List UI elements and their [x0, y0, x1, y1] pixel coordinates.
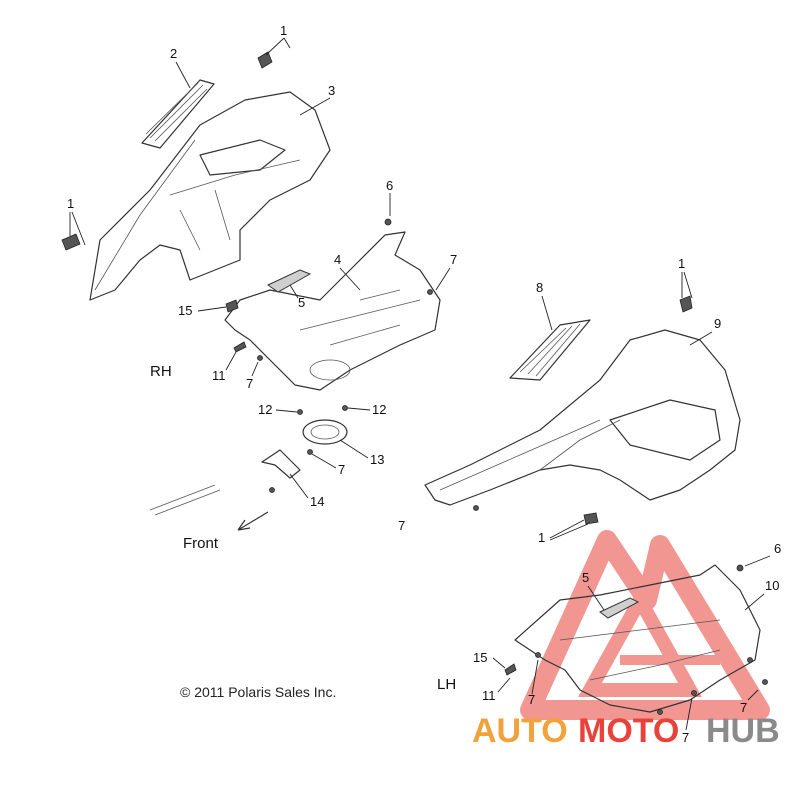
- callout-14: 14: [310, 494, 324, 509]
- callout-6-rh: 6: [386, 178, 393, 193]
- callout-2: 2: [170, 46, 177, 61]
- watermark-logo: [520, 530, 770, 720]
- part-bracket: [261, 449, 301, 479]
- callout-15-lh: 15: [473, 650, 487, 665]
- callout-7-g: 7: [528, 692, 535, 707]
- watermark-hub: HUB: [706, 712, 780, 750]
- callout-3: 3: [328, 83, 335, 98]
- part-inner-panel-rh: [224, 231, 441, 391]
- part-vent-grille-rh: [141, 79, 215, 149]
- callout-11-rh: 11: [212, 368, 226, 383]
- part-handle-lh: [599, 597, 640, 619]
- front-arrow: [149, 484, 269, 531]
- part-handle-rh: [267, 269, 312, 293]
- callout-12-right: 12: [372, 402, 386, 417]
- watermark-auto: AUTO: [472, 712, 568, 750]
- callout-7-e: 7: [740, 700, 747, 715]
- callout-1-lh-top: 1: [678, 256, 685, 271]
- callout-8: 8: [536, 280, 543, 295]
- callout-5-rh: 5: [298, 295, 305, 310]
- callout-6-lh: 6: [774, 541, 781, 556]
- callout-4: 4: [334, 252, 341, 267]
- callout-13: 13: [370, 452, 384, 467]
- callout-15-rh: 15: [178, 303, 192, 318]
- callouts: 1 2 3 1 6 4 7 5 15 11 7 12 12 13 7 14 7 …: [67, 23, 781, 745]
- watermark-wordmark: AUTO MOTO HUB: [472, 712, 780, 750]
- watermark-moto: MOTO: [578, 712, 679, 750]
- part-side-panel-lh: [424, 329, 741, 506]
- part-ring: [302, 419, 348, 445]
- callout-7-f: 7: [682, 730, 689, 745]
- callout-7-d: 7: [398, 518, 405, 533]
- fasteners: [61, 51, 768, 715]
- callout-7-c: 7: [338, 462, 345, 477]
- callout-7-b: 7: [246, 376, 253, 391]
- callout-10: 10: [765, 578, 779, 593]
- part-side-panel-rh: [89, 91, 331, 301]
- callout-5-lh: 5: [582, 570, 589, 585]
- callout-1-lh-bottom: 1: [538, 530, 545, 545]
- part-vent-grille-lh: [509, 319, 591, 381]
- callout-9: 9: [714, 316, 721, 331]
- part-inner-panel-lh: [514, 564, 761, 713]
- label-front: Front: [183, 535, 219, 552]
- callout-1-top: 1: [280, 23, 287, 38]
- label-rh: RH: [150, 363, 172, 380]
- callout-7-a: 7: [450, 252, 457, 267]
- callout-11-lh: 11: [482, 688, 496, 703]
- callout-1-left: 1: [67, 196, 74, 211]
- callout-12-left: 12: [258, 402, 272, 417]
- label-lh: LH: [437, 676, 456, 693]
- copyright-text: © 2011 Polaris Sales Inc.: [180, 684, 336, 700]
